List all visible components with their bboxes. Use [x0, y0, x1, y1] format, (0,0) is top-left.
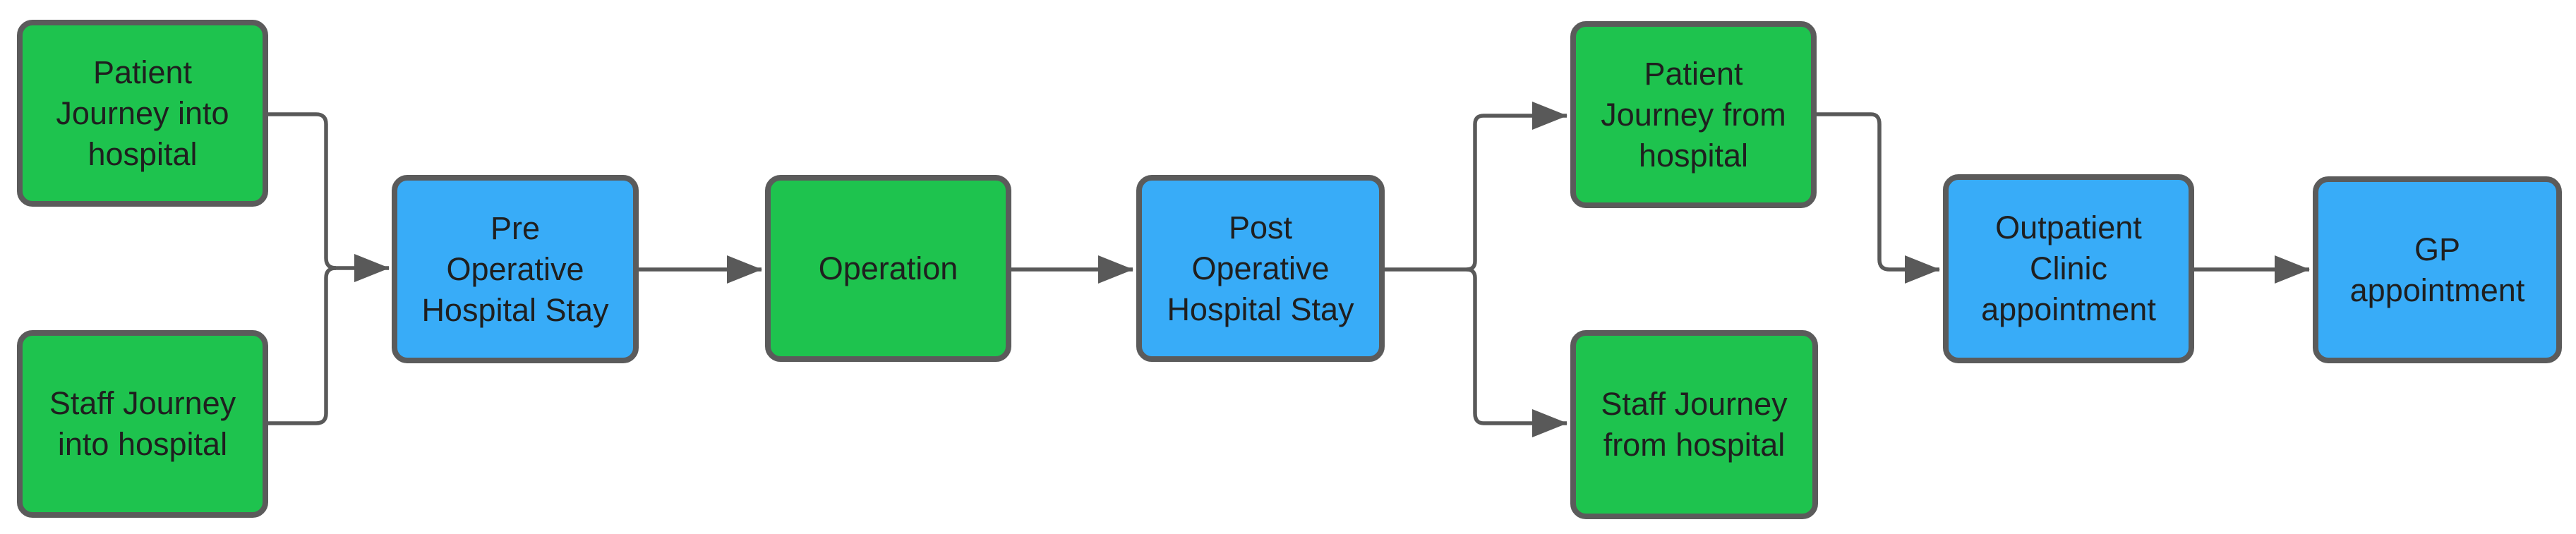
node-label: Staff Journey into hospital: [49, 385, 236, 462]
node-patient-journey-from-hospital[interactable]: Patient Journey from hospital: [1570, 21, 1817, 208]
node-label: Pre Operative Hospital Stay: [421, 210, 609, 328]
node-label: Post Operative Hospital Stay: [1167, 209, 1354, 327]
connector-postop-split-down-arrow: [1466, 267, 1567, 437]
node-staff-journey-into-hospital[interactable]: Staff Journey into hospital: [17, 330, 268, 518]
connector-patientout-to-outpatient-arrow: [1817, 112, 1940, 284]
node-label: Staff Journey from hospital: [1601, 386, 1788, 463]
node-label: Operation: [818, 250, 958, 286]
connector-postop-split-up-arrow: [1385, 102, 1567, 272]
node-pre-operative-hospital-stay[interactable]: Pre Operative Hospital Stay: [392, 175, 639, 363]
node-label: GP appointment: [2349, 231, 2525, 308]
connector-staff-in-elbow: [268, 266, 337, 425]
node-patient-journey-into-hospital[interactable]: Patient Journey into hospital: [17, 20, 268, 207]
node-label: Outpatient Clinic appointment: [1981, 210, 2156, 327]
node-outpatient-clinic-appointment[interactable]: Outpatient Clinic appointment: [1943, 174, 2194, 363]
node-gp-appointment[interactable]: GP appointment: [2313, 176, 2562, 363]
node-label: Patient Journey into hospital: [56, 54, 229, 172]
node-post-operative-hospital-stay[interactable]: Post Operative Hospital Stay: [1136, 175, 1385, 362]
node-operation[interactable]: Operation: [765, 175, 1011, 362]
node-label: Patient Journey from hospital: [1601, 55, 1786, 174]
connector-patient-in-elbow: [268, 112, 337, 270]
node-staff-journey-from-hospital[interactable]: Staff Journey from hospital: [1570, 330, 1818, 519]
